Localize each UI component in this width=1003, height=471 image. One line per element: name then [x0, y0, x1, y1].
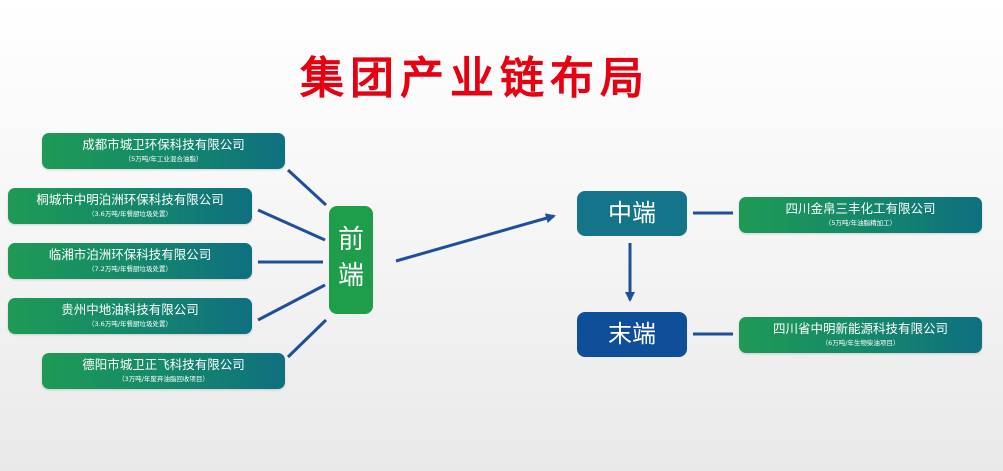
connector-front-2	[257, 208, 326, 242]
stage-middle: 中端	[577, 191, 687, 236]
company-capacity-note: （5万吨/年工业混合油脂）	[124, 155, 203, 163]
page-title: 集团产业链布局	[300, 53, 650, 104]
front-company-2: 桐城市中明泊洲环保科技有限公司 （3.6万吨/年餐厨垃圾处置）	[8, 188, 252, 224]
company-name: 桐城市中明泊洲环保科技有限公司	[36, 192, 224, 207]
company-capacity-note: （3.6万吨/年餐厨垃圾处置）	[87, 210, 173, 218]
middle-company: 四川金帛三丰化工有限公司 （5万吨/年油脂精加工）	[739, 197, 982, 233]
front-company-1: 成都市城卫环保科技有限公司 （5万吨/年工业混合油脂）	[42, 133, 285, 169]
company-capacity-note: （3万吨/年废弃油脂回收项目）	[118, 375, 209, 383]
connector-front-5	[286, 318, 328, 359]
company-capacity-note: （7.2万吨/年餐厨垃圾处置）	[87, 265, 173, 273]
company-capacity-note: （6万吨/年生物柴油项目）	[821, 339, 900, 347]
company-name: 贵州中地油科技有限公司	[61, 302, 199, 317]
stage-front-char-2: 端	[337, 261, 364, 291]
front-company-5: 德阳市城卫正飞科技有限公司 （3万吨/年废弃油脂回收项目）	[42, 353, 285, 389]
stage-end: 末端	[577, 312, 687, 357]
front-company-4: 贵州中地油科技有限公司 （3.6万吨/年餐厨垃圾处置）	[8, 298, 252, 334]
front-company-3: 临湘市泊洲环保科技有限公司 （7.2万吨/年餐厨垃圾处置）	[8, 243, 252, 279]
stage-front: 前 端	[329, 206, 373, 314]
end-company: 四川省中明新能源科技有限公司 （6万吨/年生物柴油项目）	[739, 317, 982, 353]
company-name: 成都市城卫环保科技有限公司	[82, 137, 245, 152]
connector-front-4	[257, 283, 326, 322]
company-name: 四川金帛三丰化工有限公司	[785, 201, 936, 216]
connector-front-1	[286, 168, 328, 207]
company-name: 德阳市城卫正飞科技有限公司	[82, 357, 245, 372]
stage-front-char-1: 前	[337, 225, 364, 255]
arrow-front-to-middle	[395, 213, 556, 263]
company-name: 临湘市泊洲环保科技有限公司	[48, 247, 212, 262]
company-capacity-note: （5万吨/年油脂精加工）	[824, 219, 897, 227]
company-capacity-note: （3.6万吨/年餐厨垃圾处置）	[87, 320, 173, 328]
company-name: 四川省中明新能源科技有限公司	[772, 321, 948, 336]
